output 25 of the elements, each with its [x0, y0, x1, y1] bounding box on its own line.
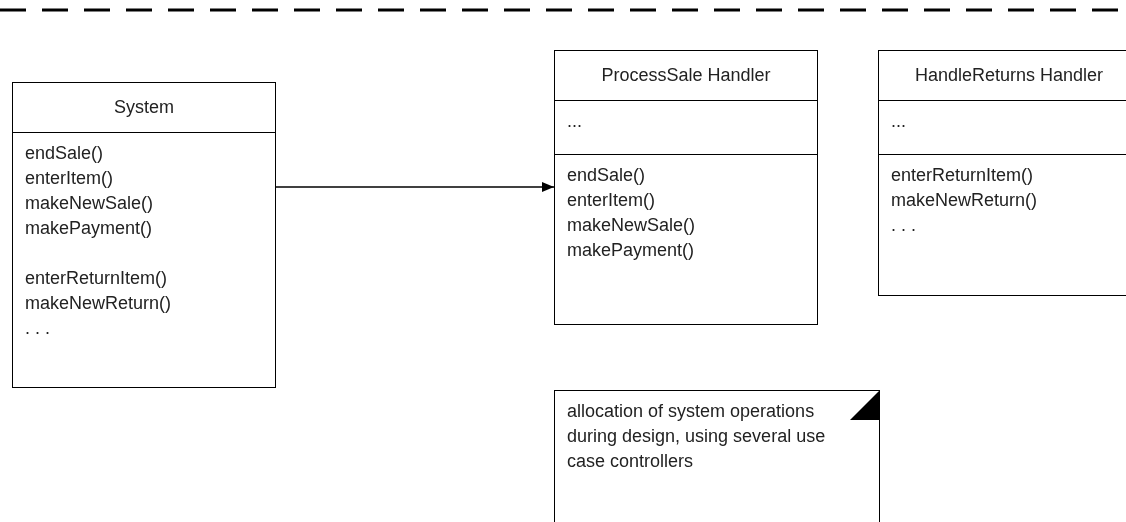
class-member: enterReturnItem() [891, 164, 1035, 187]
class-member: makeNewReturn() [25, 292, 173, 315]
class-name: HandleReturns Handler [914, 64, 1104, 87]
class-name: System [114, 96, 174, 119]
class-member: makePayment() [25, 217, 154, 240]
class-box [878, 50, 1126, 296]
class-box [554, 50, 818, 325]
note-text: allocation of system operations during design, using several use case controllers [567, 400, 827, 473]
class-member: enterItem() [25, 167, 115, 190]
class-member: ... [891, 110, 907, 133]
arrow [275, 182, 555, 192]
class-member: enterItem() [567, 189, 657, 212]
class-member: makeNewSale() [25, 192, 155, 215]
note-box [554, 390, 880, 522]
class-member: ... [567, 110, 583, 133]
class-member: makeNewSale() [567, 214, 697, 237]
class-member: makeNewReturn() [891, 189, 1039, 212]
class-member: endSale() [25, 142, 105, 165]
class-name: ProcessSale Handler [601, 64, 771, 87]
class-member: enterReturnItem() [25, 267, 169, 290]
class-member: . . . [25, 317, 51, 340]
class-member: . . . [891, 214, 917, 237]
class-member: endSale() [567, 164, 647, 187]
class-member: makePayment() [567, 239, 696, 262]
class-box [12, 82, 276, 388]
